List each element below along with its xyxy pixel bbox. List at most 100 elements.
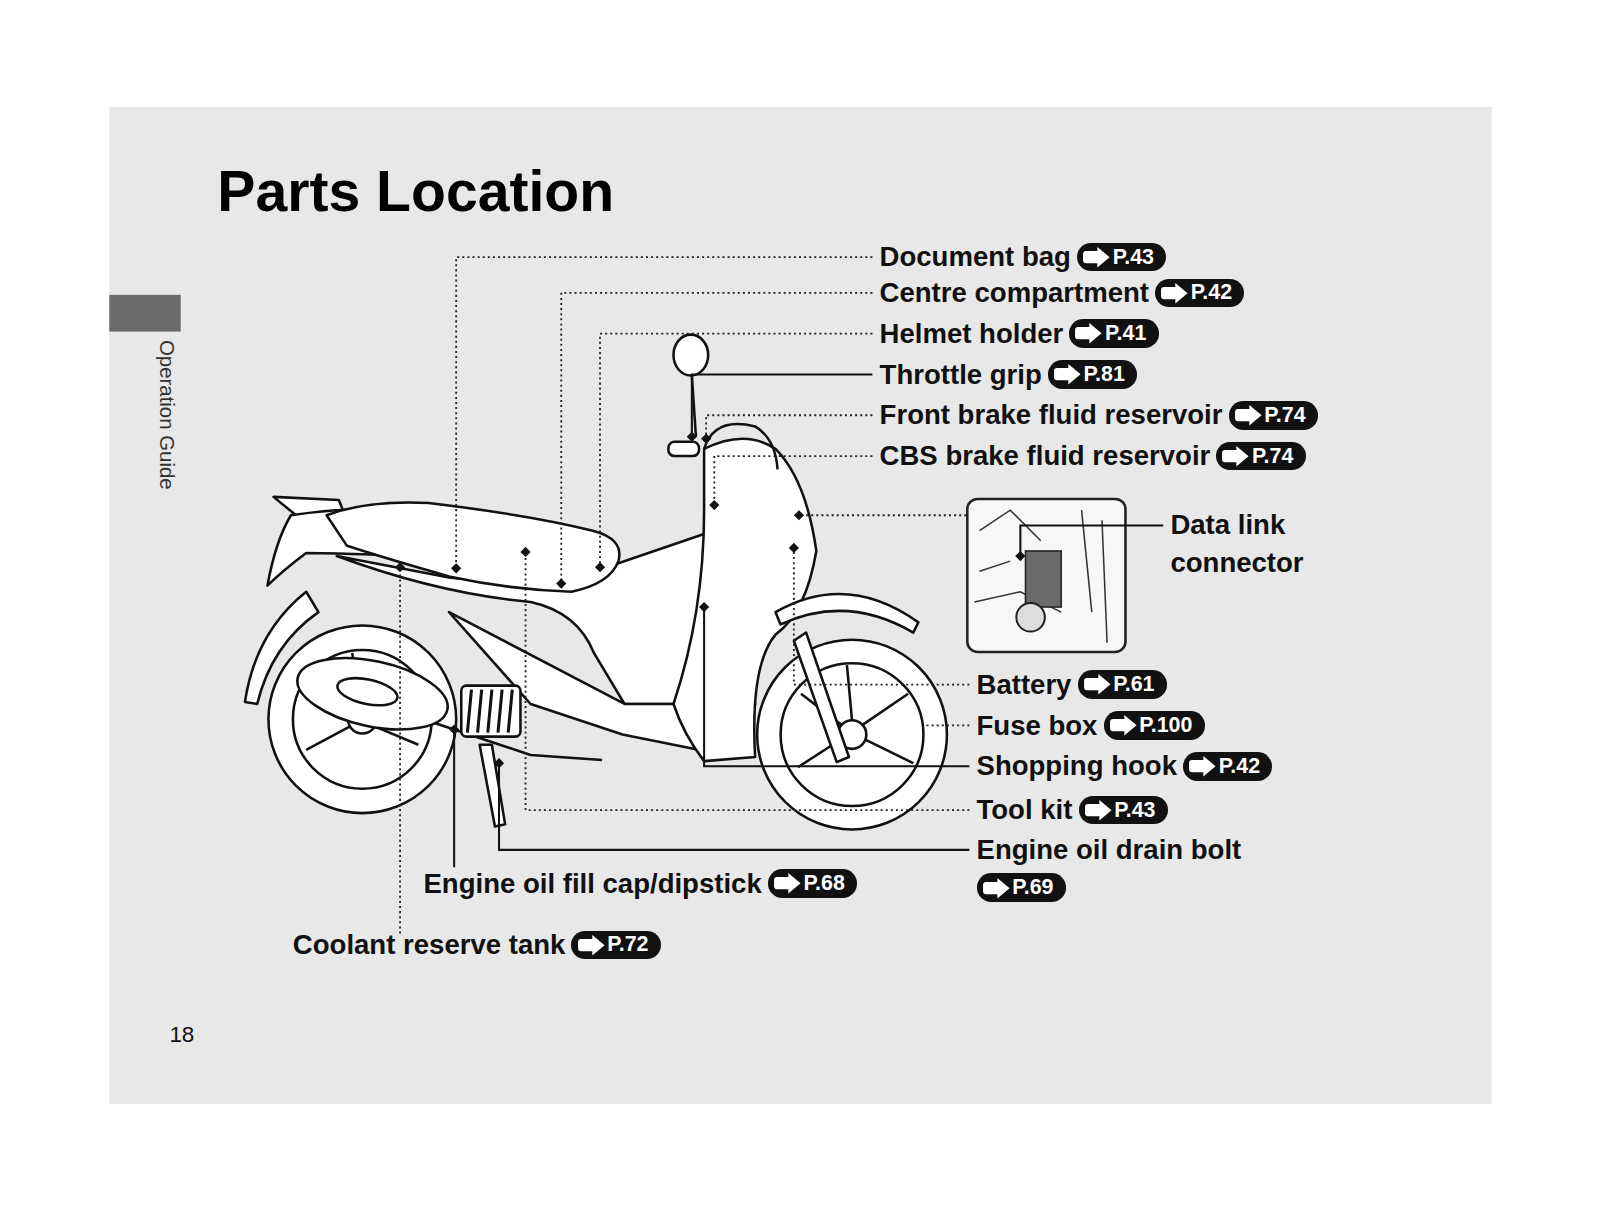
arrow-icon: [1233, 404, 1264, 426]
page-ref-pill: P.74: [1216, 442, 1305, 471]
arrow-shape: [1161, 283, 1188, 303]
front-fork: [794, 633, 849, 763]
part-label: Throttle grip: [880, 356, 1042, 394]
part-label: Shopping hook: [977, 747, 1177, 785]
arrow-shape: [1222, 446, 1249, 466]
part-label: Document bag: [880, 238, 1071, 276]
handle-grip: [668, 442, 699, 456]
arrow-shape: [1083, 247, 1110, 267]
page-ref-pill: P.68: [768, 869, 857, 898]
leader-line: [456, 257, 872, 568]
connector-block: [1025, 551, 1061, 607]
leader-line: [704, 607, 969, 766]
page-ref: P.81: [1084, 362, 1125, 387]
leader-line: [561, 293, 872, 584]
leader-dot: [1015, 551, 1025, 561]
page-ref-pill: P.42: [1183, 752, 1272, 781]
page-ref: P.61: [1113, 672, 1154, 697]
page-ref: P.41: [1105, 321, 1146, 346]
page-ref: P.68: [804, 871, 845, 896]
leader-dot: [794, 510, 804, 520]
arrow-shape: [1235, 405, 1262, 425]
arrow-icon: [1187, 755, 1218, 777]
page-ref: P.100: [1139, 713, 1192, 738]
leader-dot: [687, 432, 697, 442]
leader-line: [799, 514, 966, 516]
arrow-icon: [772, 872, 803, 894]
radiator-grille: [461, 686, 520, 737]
inset: [967, 499, 1125, 652]
leader-dot: [709, 500, 719, 510]
arrow-icon: [1220, 445, 1251, 467]
leader-line: [600, 334, 872, 568]
leader-line: [706, 415, 872, 438]
leader-dot: [595, 562, 605, 572]
page-ref: P.42: [1191, 280, 1232, 305]
arrow-icon: [1083, 799, 1114, 821]
arrow-icon: [1081, 246, 1112, 268]
inset-frame: [967, 499, 1125, 652]
part-label: Engine oil fill cap/dipstick: [423, 865, 761, 903]
arrow-shape: [1084, 674, 1111, 694]
front-shield: [673, 439, 816, 761]
page-ref-pill: P.74: [1229, 401, 1318, 430]
page-ref: P.43: [1114, 798, 1155, 823]
arrow-shape: [1110, 715, 1137, 735]
part-label: Data link connector: [1170, 506, 1333, 582]
page-ref: P.42: [1219, 754, 1260, 779]
page-panel: [109, 107, 1491, 1104]
inset-bolt: [1016, 603, 1045, 632]
part-label: Battery: [977, 666, 1072, 704]
leader-dot: [699, 602, 709, 612]
front-wheel: [757, 640, 947, 830]
arrow-icon: [1052, 363, 1083, 385]
leader-line: [714, 456, 872, 505]
section-label: Operation Guide: [153, 340, 180, 490]
part-label: Helmet holder: [880, 315, 1064, 353]
leader-line: [526, 552, 970, 810]
part-label: Tool kit: [977, 791, 1073, 829]
front-fender: [776, 594, 919, 633]
page-ref-pill: P.41: [1069, 319, 1158, 348]
arrow-icon: [1073, 322, 1104, 344]
leader-line: [692, 374, 873, 436]
seat: [327, 502, 620, 591]
part-label: Coolant reserve tank: [293, 926, 566, 964]
part-label: Front brake fluid reservoir: [880, 396, 1223, 434]
leader-dot: [395, 562, 405, 572]
part-label: Centre compartment: [880, 274, 1149, 312]
leader-dot: [789, 543, 799, 553]
leader-dot: [451, 563, 461, 573]
page-ref: P.43: [1113, 245, 1154, 270]
leader-line: [399, 567, 401, 933]
page-title: Parts Location: [217, 161, 614, 222]
engine-cover: [291, 646, 454, 742]
rear-wheel: [268, 625, 456, 813]
arrow-icon: [1082, 673, 1113, 695]
page-ref-pill: P.69: [977, 873, 1066, 902]
section-tab: [109, 295, 180, 332]
arrow-shape: [774, 873, 801, 893]
leader-dot: [449, 724, 459, 734]
leader-line: [923, 724, 969, 726]
centre-stand: [480, 745, 506, 827]
arrow-shape: [1075, 323, 1102, 343]
arrow-icon: [1108, 714, 1139, 736]
engine-cover-detail: [335, 673, 400, 710]
arrow-shape: [1054, 364, 1081, 384]
leader-line: [453, 729, 455, 867]
arrow-shape: [1189, 756, 1216, 776]
leader-line: [499, 763, 969, 850]
part-label: CBS brake fluid reservoir: [880, 437, 1211, 475]
arrow-icon: [1159, 282, 1190, 304]
leader-line: [794, 548, 969, 685]
page-ref-pill: P.61: [1078, 670, 1167, 699]
part-label: Engine oil drain bolt: [977, 831, 1242, 869]
leader-line: [1020, 525, 1163, 556]
grille-hatch: [467, 690, 512, 733]
page-number: 18: [169, 1016, 194, 1054]
leader-dot: [520, 547, 530, 557]
arrow-shape: [983, 878, 1010, 898]
part-label: Fuse box: [977, 707, 1098, 745]
